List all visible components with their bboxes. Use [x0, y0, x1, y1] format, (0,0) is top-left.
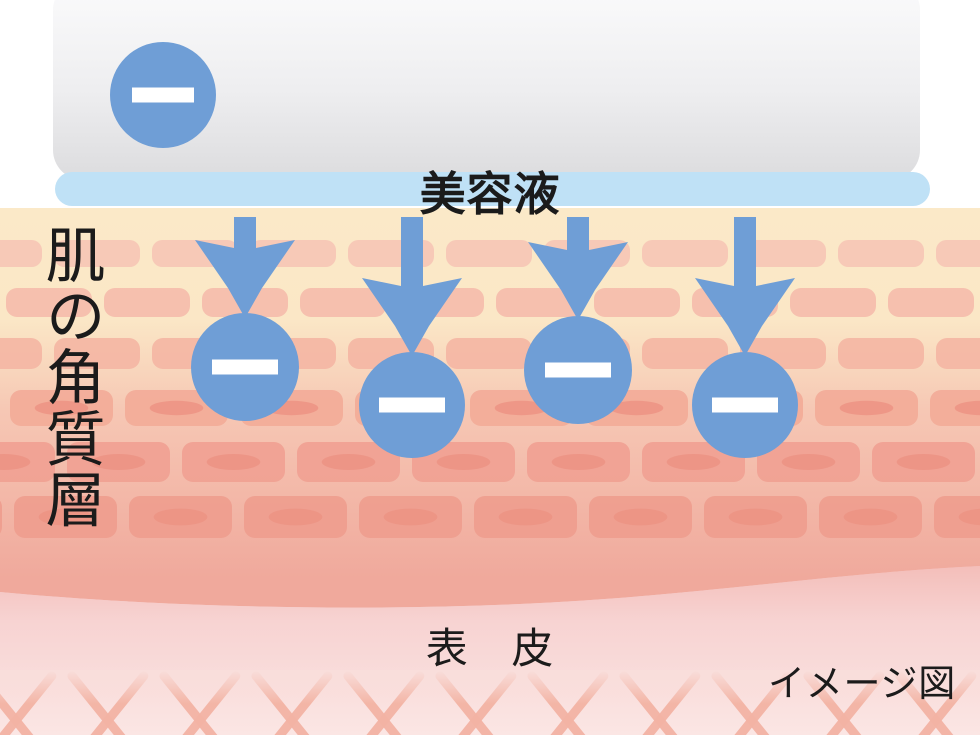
cell-nucleus — [839, 400, 894, 416]
cell-nucleus — [958, 508, 980, 526]
corneocyte-cell — [936, 338, 980, 369]
cell-nucleus — [38, 508, 93, 526]
arrow-4 — [695, 217, 795, 356]
corneocyte-cell — [740, 240, 826, 267]
cell-nucleus — [206, 454, 261, 470]
ion-skin-4 — [692, 352, 798, 458]
minus-icon — [132, 87, 194, 103]
serum-band — [55, 172, 930, 206]
ion-device — [110, 42, 216, 148]
cell-nucleus — [728, 508, 783, 526]
ion-skin-1 — [191, 313, 299, 421]
corneocyte-cell — [838, 338, 924, 369]
cell-nucleus — [498, 508, 553, 526]
cell-nucleus — [321, 454, 376, 470]
corneocyte-cell — [54, 240, 140, 267]
epidermis-block — [0, 208, 980, 608]
cell-nucleus — [613, 508, 668, 526]
cell-nucleus — [436, 454, 491, 470]
brick-row-5 — [0, 442, 975, 482]
corneocyte-cell — [642, 338, 728, 369]
cell-nucleus — [149, 400, 204, 416]
label-image-note: イメージ図 — [768, 663, 956, 704]
cell-nucleus — [268, 508, 323, 526]
minus-icon — [545, 362, 611, 378]
arrow-1 — [195, 217, 295, 318]
brick-row-6 — [0, 496, 980, 538]
corneocyte-cell — [54, 338, 140, 369]
brick-row-4 — [10, 390, 980, 426]
cell-nucleus — [781, 454, 836, 470]
ion-skin-2 — [359, 352, 465, 458]
cell-nucleus — [551, 454, 606, 470]
device-head — [53, 0, 920, 180]
corneocyte-cell — [790, 288, 876, 317]
arrow-3 — [528, 217, 628, 320]
corneocyte-cell — [446, 338, 532, 369]
corneocyte-cell — [300, 288, 386, 317]
ion-particles — [191, 313, 798, 458]
label-stratum-corneum: 肌の角質層 — [37, 224, 104, 530]
corneocyte-cell — [6, 288, 92, 317]
ion-skin-3 — [524, 316, 632, 424]
penetration-arrows — [195, 217, 795, 356]
minus-icon — [212, 359, 278, 375]
corneocyte-cell — [888, 288, 974, 317]
cell-nucleus — [153, 508, 208, 526]
cell-nucleus — [896, 454, 951, 470]
corneocyte-cell — [930, 390, 980, 426]
corneocyte-cell — [594, 288, 680, 317]
cell-nucleus — [609, 400, 664, 416]
minus-icon — [712, 397, 778, 413]
cell-nucleus — [0, 454, 31, 470]
label-serum: 美容液 — [419, 168, 561, 220]
corneocyte-cell — [0, 240, 42, 267]
corneocyte-cell — [496, 288, 582, 317]
corneocyte-cell — [642, 240, 728, 267]
cell-nucleus — [91, 454, 146, 470]
corneocyte-cell — [934, 496, 980, 538]
cell-nucleus — [843, 508, 898, 526]
label-epidermis: 表 皮 — [425, 625, 555, 672]
minus-icon — [379, 397, 445, 413]
cell-nucleus — [954, 400, 980, 416]
cell-nucleus — [383, 508, 438, 526]
corneocyte-cell — [0, 338, 42, 369]
cell-nucleus — [34, 400, 89, 416]
corneocyte-cell — [936, 240, 980, 267]
corneocyte-cell — [104, 288, 190, 317]
corneocyte-cell — [446, 240, 532, 267]
cell-nucleus — [494, 400, 549, 416]
corneocyte-cell — [838, 240, 924, 267]
cell-nucleus — [666, 454, 721, 470]
arrow-2 — [362, 217, 462, 356]
crosshatch-fade — [0, 670, 980, 704]
